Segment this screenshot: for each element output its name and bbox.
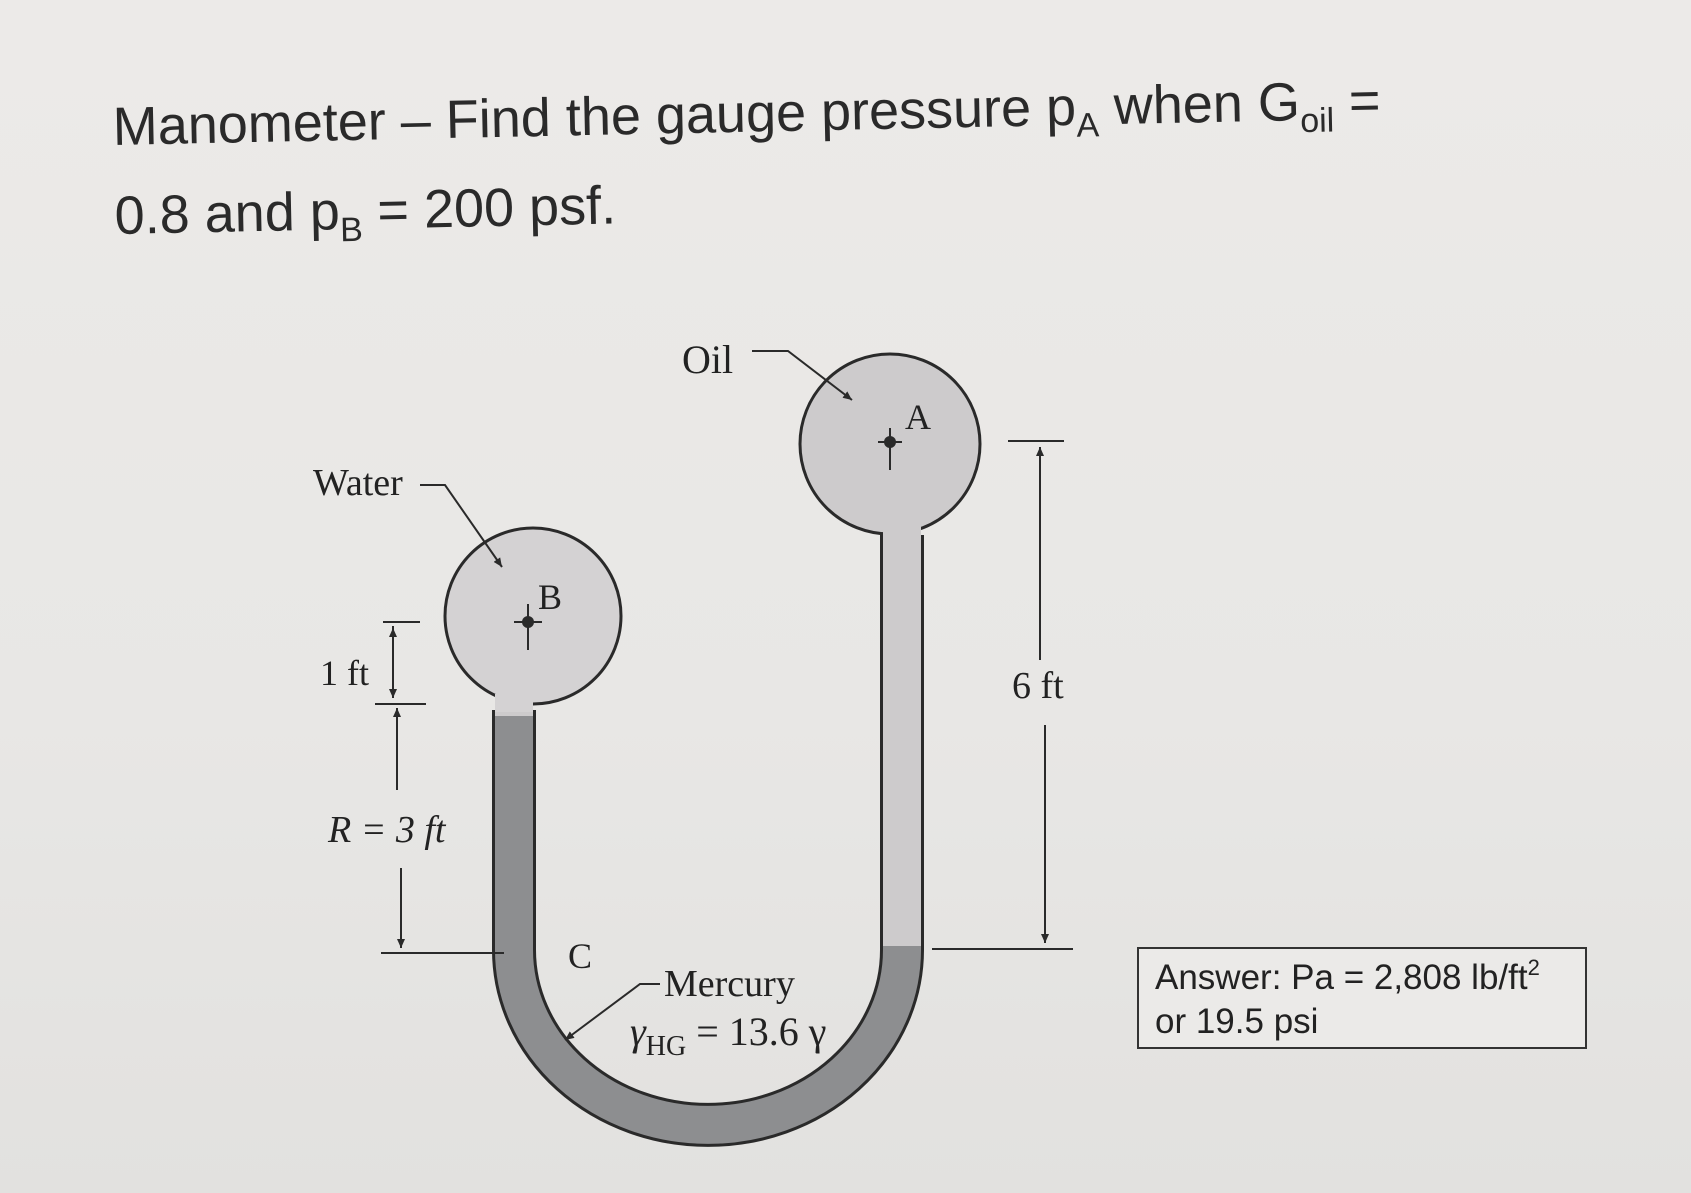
mercury-fill — [495, 716, 921, 1144]
answer-line2: or 19.5 psi — [1155, 1002, 1319, 1041]
label-point-a: A — [905, 397, 931, 437]
label-water: Water — [313, 462, 403, 504]
answer-sup: 2 — [1527, 955, 1540, 980]
answer-box: Answer: Pa = 2,808 lb/ft2 or 19.5 psi — [1137, 947, 1587, 1049]
oil-leader-arrow — [752, 350, 853, 401]
vessel-b-neck — [495, 694, 533, 712]
label-one-ft: 1 ft — [320, 653, 369, 693]
gamma-hg-sub: HG — [646, 1031, 686, 1062]
label-gamma-hg: γHG = 13.6 γ — [630, 1009, 826, 1062]
mercury-leader-arrow — [564, 983, 660, 1041]
gamma-hg-value: = 13.6 γ — [686, 1009, 826, 1054]
point-b-marker — [514, 604, 542, 650]
label-oil: Oil — [682, 337, 733, 382]
water-leader-arrow — [420, 484, 503, 568]
label-mercury: Mercury — [664, 963, 795, 1005]
answer-line1: Answer: Pa = 2,808 lb/ft — [1155, 958, 1528, 997]
point-a-marker — [878, 428, 902, 470]
label-r-value: R = 3 ft — [327, 809, 447, 851]
label-point-c: C — [568, 936, 592, 976]
label-point-b: B — [538, 577, 562, 617]
label-six-ft: 6 ft — [1012, 665, 1064, 707]
gamma-hg-symbol: γ — [630, 1009, 647, 1054]
vessel-a-neck — [883, 520, 921, 540]
vessel-b — [443, 526, 623, 706]
